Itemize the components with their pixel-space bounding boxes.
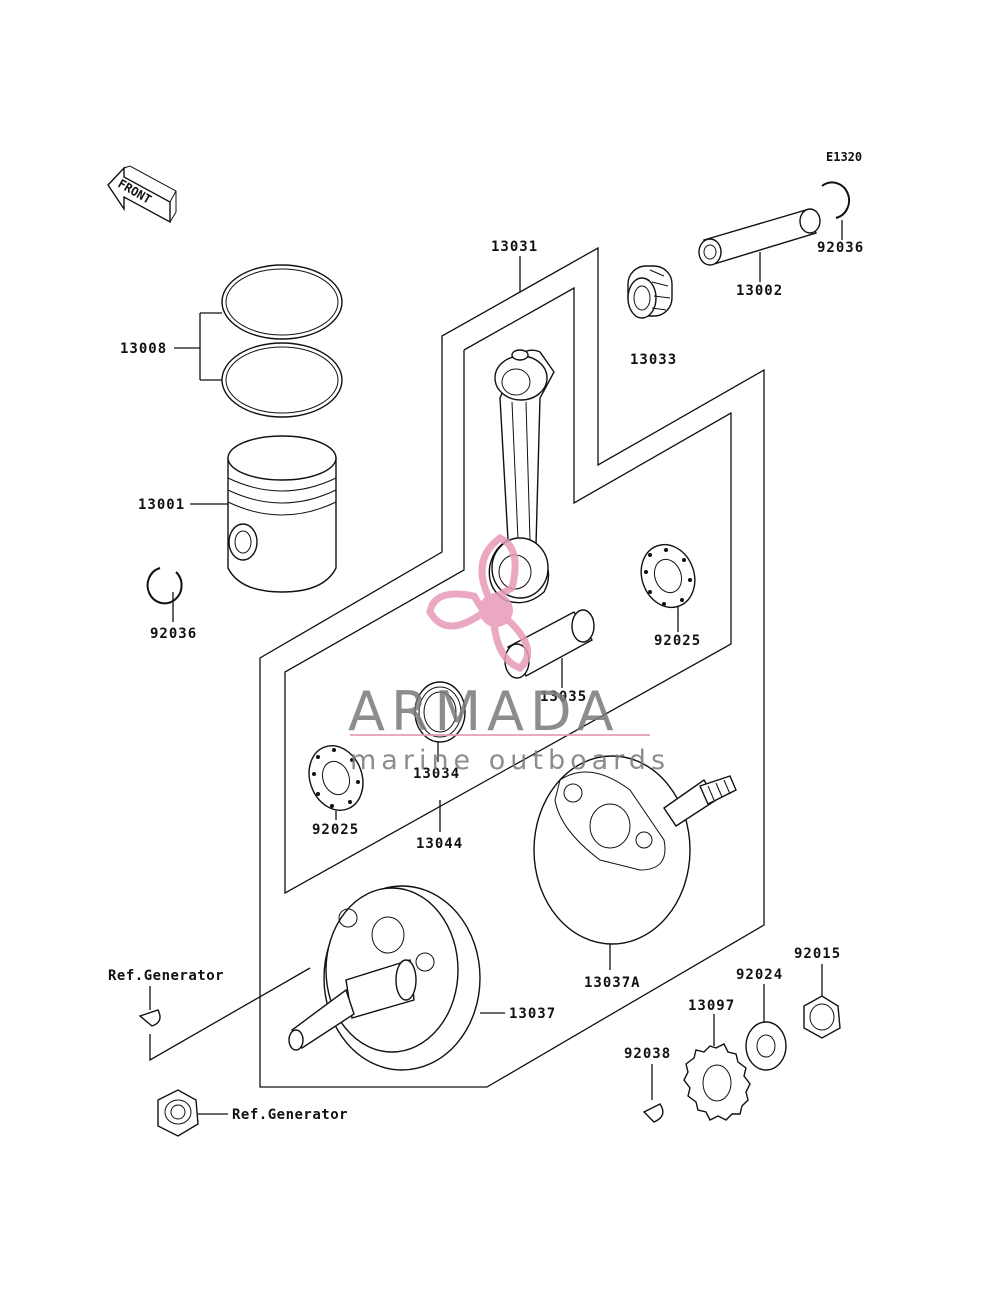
generator-nut: [157, 1089, 228, 1137]
thrust-washer-right: [640, 543, 696, 632]
label-92025-right: 92025: [654, 633, 701, 649]
label-13001: 13001: [138, 497, 185, 513]
big-end-bearing: [414, 681, 466, 762]
diagram-code: E1320: [826, 150, 862, 164]
label-92015: 92015: [794, 946, 841, 962]
watermark-brand: ARMADA: [348, 680, 620, 743]
boundary-13031-inner: [284, 286, 732, 895]
crank-half-right: [533, 755, 737, 970]
small-end-bearing: [627, 265, 673, 319]
label-13035: 13035: [540, 689, 587, 705]
crank-gear: [683, 1014, 751, 1121]
woodruff-key: [642, 1064, 664, 1123]
label-13033: 13033: [630, 352, 677, 368]
label-ref-generator-bottom: Ref.Generator: [232, 1107, 348, 1123]
crank-half-left: [288, 885, 505, 1071]
group-boundaries: [259, 246, 765, 1088]
woodruff-key-generator: [138, 967, 311, 1062]
label-92036-top: 92036: [817, 240, 864, 256]
label-13034: 13034: [413, 766, 460, 782]
label-13031: 13031: [491, 239, 538, 255]
label-13044: 13044: [416, 836, 463, 852]
part-labels: E1320 13031 92036 13002 13033 13008 1300…: [108, 150, 864, 1123]
washer: [745, 984, 787, 1071]
label-13037: 13037: [509, 1006, 556, 1022]
crank-nut: [803, 964, 841, 1039]
propeller-logo-icon: [426, 533, 532, 673]
watermark-tagline: marine outboards: [350, 745, 670, 776]
label-13037A: 13037A: [584, 975, 641, 991]
crank-pin: [504, 609, 595, 688]
label-13008: 13008: [120, 341, 167, 357]
front-arrow-icon: FRONT: [107, 165, 177, 224]
label-92038: 92038: [624, 1046, 671, 1062]
piston: [190, 435, 337, 593]
label-92036-left: 92036: [150, 626, 197, 642]
circlip-right: [821, 181, 851, 240]
connecting-rod: [488, 349, 555, 604]
boundary-13031-outer: [259, 246, 765, 1088]
armada-watermark: ARMADA marine outboards: [348, 533, 670, 776]
circlip-left: [146, 567, 183, 622]
piston-rings: [174, 264, 343, 418]
thrust-washer-left: [308, 745, 364, 820]
label-13002: 13002: [736, 283, 783, 299]
label-13097: 13097: [688, 998, 735, 1014]
label-92024: 92024: [736, 967, 783, 983]
piston-pin: [698, 208, 821, 282]
label-92025-left: 92025: [312, 822, 359, 838]
label-ref-generator-top: Ref.Generator: [108, 968, 224, 984]
